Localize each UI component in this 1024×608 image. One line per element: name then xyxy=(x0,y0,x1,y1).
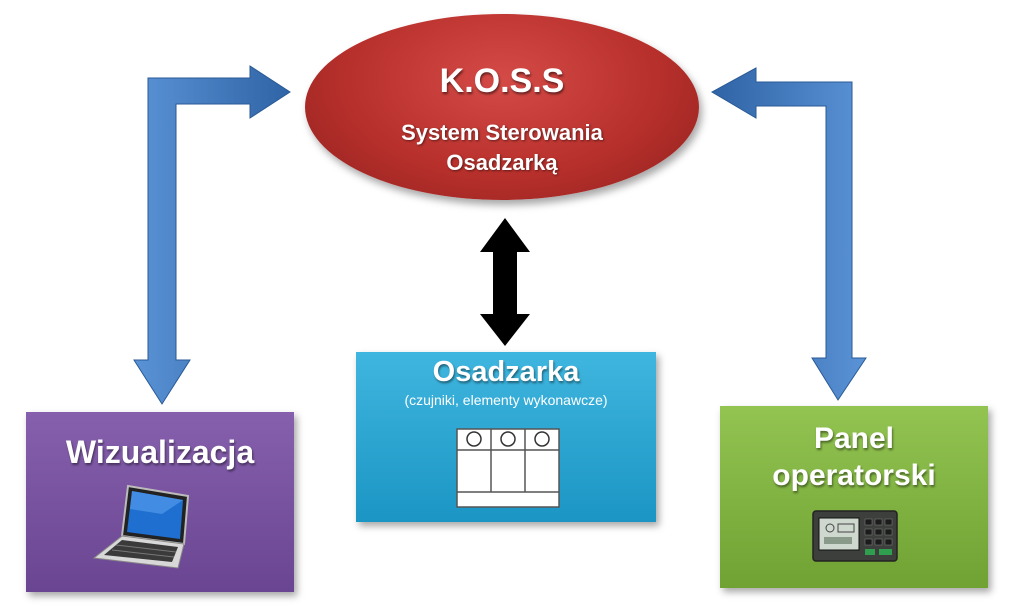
panel-operatorski-box: Panel operatorski xyxy=(720,406,988,588)
center-vertical-double-arrow xyxy=(480,218,530,346)
panel-title-line1: Panel xyxy=(813,422,895,455)
panel-title: Panel operatorski xyxy=(720,420,988,494)
koss-subtitle: System Sterowania Osadzarką xyxy=(305,118,699,178)
koss-title: K.O.S.S xyxy=(439,62,565,100)
wizualizacja-title: Wizualizacja xyxy=(65,434,255,470)
machine-icon xyxy=(456,428,560,508)
koss-subtitle-line2: Osadzarką xyxy=(446,150,558,175)
koss-control-system-ellipse: K.O.S.S System Sterowania Osadzarką xyxy=(305,14,699,200)
right-bidirectional-arrow xyxy=(710,67,867,401)
laptop-icon xyxy=(92,484,190,569)
koss-subtitle-line1: System Sterowania xyxy=(401,120,603,145)
panel-title-line2: operatorski xyxy=(772,459,936,492)
osadzarka-box: Osadzarka (czujniki, elementy wykonawcze… xyxy=(356,352,656,522)
left-bidirectional-arrow xyxy=(133,65,291,405)
osadzarka-subtitle: (czujniki, elementy wykonawcze) xyxy=(404,392,608,408)
operator-panel-icon xyxy=(812,510,898,562)
osadzarka-title: Osadzarka xyxy=(432,356,580,388)
wizualizacja-box: Wizualizacja xyxy=(26,412,294,592)
